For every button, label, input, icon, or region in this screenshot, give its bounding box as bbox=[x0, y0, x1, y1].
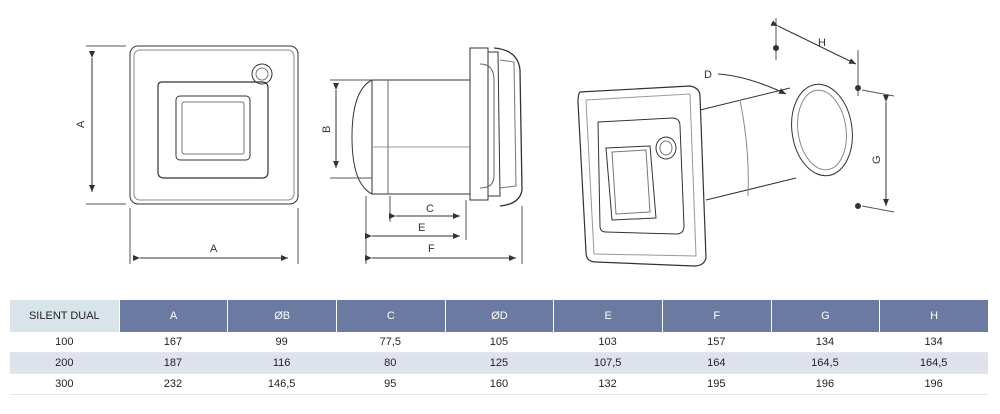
table-row: 300 232 146,5 95 160 132 195 196 196 bbox=[10, 374, 988, 395]
cell: 195 bbox=[661, 374, 771, 395]
header-e: E bbox=[553, 300, 662, 332]
cell: 99 bbox=[227, 332, 336, 353]
front-plate-inner bbox=[133, 49, 295, 201]
iso-frame bbox=[597, 117, 685, 235]
iso-button bbox=[605, 145, 657, 221]
table-header-row: SILENT DUAL A ØB C ØD E F G H bbox=[10, 300, 988, 332]
table-row: 100 167 99 77,5 105 103 157 134 134 bbox=[10, 332, 988, 353]
front-button bbox=[175, 95, 251, 161]
cell: 200 bbox=[10, 353, 119, 374]
table-row: 200 187 116 80 125 107,5 164 164,5 164,5 bbox=[10, 353, 988, 374]
header-a: A bbox=[118, 300, 228, 332]
cell: 300 bbox=[10, 374, 119, 395]
front-plate bbox=[129, 45, 299, 205]
iso-d-label: D bbox=[704, 69, 712, 81]
technical-drawing: A A B C E F bbox=[75, 18, 895, 267]
iso-duct bbox=[699, 87, 797, 201]
header-f: F bbox=[661, 300, 771, 332]
side-duct-body bbox=[371, 79, 471, 195]
iso-duct-ring bbox=[791, 83, 853, 177]
front-button-inner bbox=[181, 101, 245, 155]
cell: 107,5 bbox=[553, 353, 662, 374]
side-f-label: F bbox=[428, 243, 435, 255]
front-view bbox=[86, 45, 299, 264]
iso-h-dimension bbox=[770, 20, 857, 65]
header-d: ØD bbox=[444, 300, 554, 332]
cell: 134 bbox=[770, 332, 880, 353]
cell: 116 bbox=[227, 353, 336, 374]
iso-h-label: H bbox=[818, 37, 826, 49]
front-height-label: A bbox=[75, 120, 87, 128]
header-g: G bbox=[770, 300, 880, 332]
cell: 134 bbox=[879, 332, 988, 353]
cell: 95 bbox=[335, 374, 445, 395]
cell: 103 bbox=[553, 332, 662, 353]
cell: 196 bbox=[770, 374, 880, 395]
iso-g-label: G bbox=[871, 155, 883, 164]
cell: 167 bbox=[118, 332, 228, 353]
header-model: SILENT DUAL bbox=[10, 300, 119, 332]
front-frame bbox=[157, 81, 269, 179]
cell: 132 bbox=[553, 374, 662, 395]
side-diameter-label: B bbox=[321, 126, 333, 133]
side-view bbox=[330, 47, 523, 264]
front-width-label: A bbox=[210, 243, 218, 255]
cell: 164,5 bbox=[770, 353, 880, 374]
cell: 196 bbox=[879, 374, 988, 395]
side-c-label: C bbox=[426, 203, 434, 215]
side-e-label: E bbox=[418, 222, 425, 234]
header-b: ØB bbox=[227, 300, 336, 332]
cell: 105 bbox=[444, 332, 554, 353]
header-c: C bbox=[335, 300, 445, 332]
cell: 157 bbox=[661, 332, 771, 353]
side-plate bbox=[469, 47, 489, 201]
side-cover bbox=[493, 47, 523, 207]
iso-d-leader bbox=[717, 73, 787, 95]
cell: 100 bbox=[10, 332, 119, 353]
cell: 232 bbox=[118, 374, 228, 395]
isometric-view bbox=[577, 18, 895, 267]
cell: 187 bbox=[118, 353, 228, 374]
front-knob bbox=[251, 63, 273, 85]
cell: 164,5 bbox=[879, 353, 988, 374]
cell: 77,5 bbox=[335, 332, 445, 353]
iso-plate bbox=[577, 85, 707, 267]
iso-knob bbox=[655, 136, 677, 160]
cell: 160 bbox=[444, 374, 554, 395]
front-knob-inner bbox=[255, 67, 269, 81]
cell: 125 bbox=[444, 353, 554, 374]
cell: 80 bbox=[335, 353, 445, 374]
cell: 146,5 bbox=[227, 374, 336, 395]
dimensions-table: SILENT DUAL A ØB C ØD E F G H 100 167 99… bbox=[10, 300, 988, 395]
side-duct-front bbox=[351, 79, 373, 195]
cell: 164 bbox=[661, 353, 771, 374]
header-h: H bbox=[879, 300, 988, 332]
